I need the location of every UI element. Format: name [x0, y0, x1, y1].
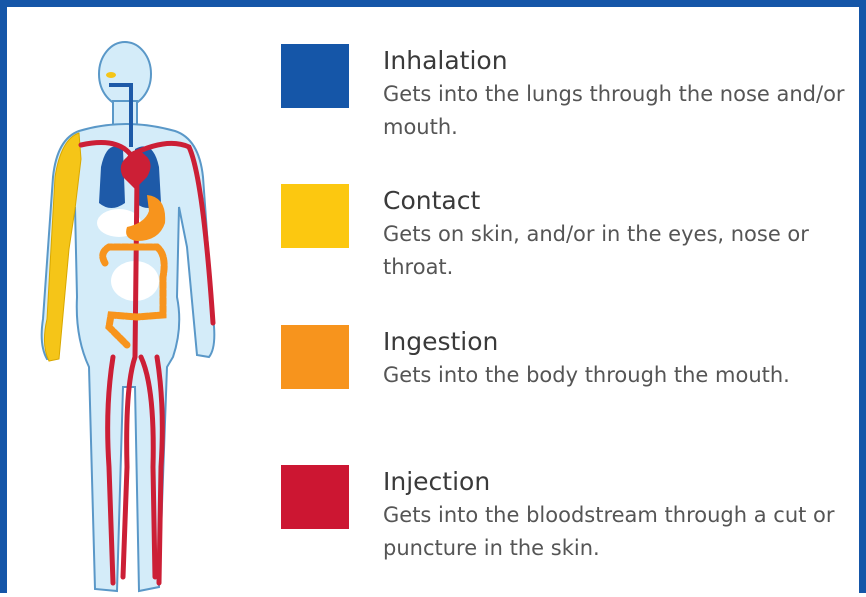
contact-title: Contact — [383, 184, 480, 218]
injection-title: Injection — [383, 465, 490, 499]
legend-item-inhalation: Inhalation Gets into the lungs through t… — [281, 44, 861, 154]
injection-description: Gets into the bloodstream through a cut … — [383, 499, 863, 565]
inhalation-description: Gets into the lungs through the nose and… — [383, 78, 863, 144]
ingestion-title: Ingestion — [383, 325, 498, 359]
eye-mark — [106, 72, 116, 78]
ingestion-swatch — [281, 325, 349, 389]
legend-item-ingestion: Ingestion Gets into the body through the… — [281, 325, 861, 435]
inhalation-swatch — [281, 44, 349, 108]
legend-item-injection: Injection Gets into the bloodstream thro… — [281, 465, 861, 575]
ingestion-description: Gets into the body through the mouth. — [383, 359, 863, 392]
contact-swatch — [281, 184, 349, 248]
contact-description: Gets on skin, and/or in the eyes, nose o… — [383, 218, 863, 284]
injection-swatch — [281, 465, 349, 529]
inhalation-title: Inhalation — [383, 44, 508, 78]
legend-item-contact: Contact Gets on skin, and/or in the eyes… — [281, 184, 861, 294]
human-body-figure — [27, 27, 257, 597]
